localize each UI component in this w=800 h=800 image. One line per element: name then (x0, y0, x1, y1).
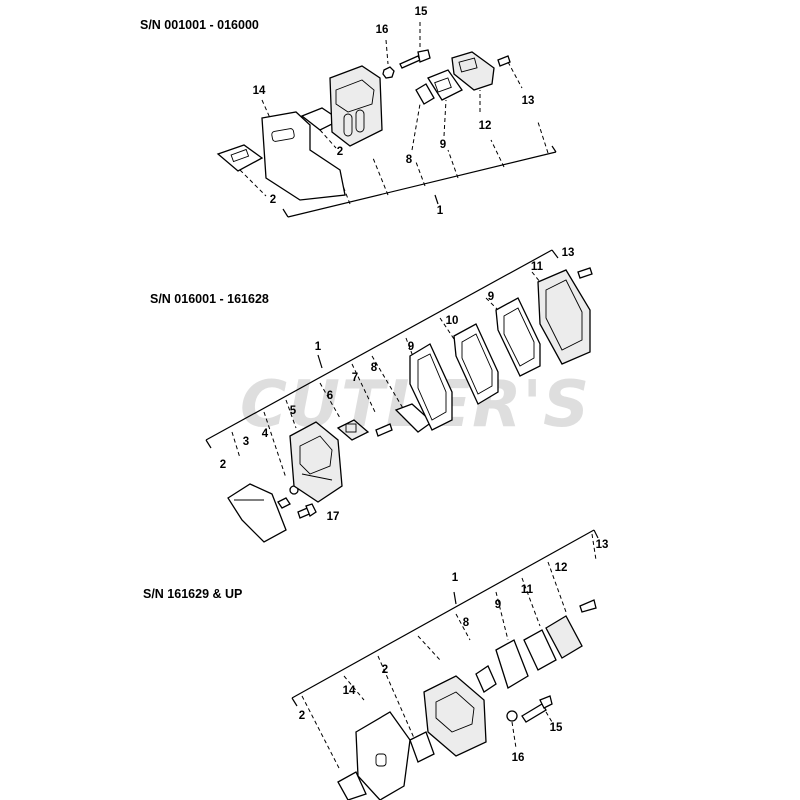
callout-number: 13 (595, 539, 609, 551)
callout-number: 15 (414, 6, 428, 18)
callout-number: 1 (314, 341, 322, 353)
section-2-drawing (205, 249, 593, 543)
callout-number: 12 (478, 120, 492, 132)
callout-number: 8 (405, 154, 413, 166)
callout-number: 2 (381, 664, 389, 676)
callout-number: 9 (494, 599, 502, 611)
callout-number: 9 (487, 291, 495, 303)
callout-number: 1 (436, 205, 444, 217)
callout-number: 5 (289, 405, 297, 417)
callout-number: 14 (252, 85, 266, 97)
callout-number: 11 (520, 584, 534, 596)
callout-number: 3 (242, 436, 250, 448)
callout-number: 2 (219, 459, 227, 471)
callout-number: 4 (261, 428, 269, 440)
callout-number: 17 (326, 511, 340, 523)
callout-number: 12 (554, 562, 568, 574)
serial-label-section-3: S/N 161629 & UP (143, 587, 243, 601)
callout-number: 2 (269, 194, 277, 206)
callout-number: 2 (336, 146, 344, 158)
callout-number: 1 (451, 572, 459, 584)
section-1-drawing (216, 22, 557, 218)
serial-label-section-1: S/N 001001 - 016000 (140, 18, 259, 32)
callout-number: 9 (439, 139, 447, 151)
callout-number: 6 (326, 390, 334, 402)
callout-number: 8 (370, 362, 378, 374)
callout-number: 10 (445, 315, 459, 327)
callout-number: 15 (549, 722, 563, 734)
callout-number: 16 (375, 24, 389, 36)
callout-number: 8 (462, 617, 470, 629)
callout-number: 2 (298, 710, 306, 722)
section-3-drawing (291, 529, 599, 800)
callout-number: 16 (511, 752, 525, 764)
serial-label-section-2: S/N 016001 - 161628 (150, 292, 269, 306)
callout-number: 7 (351, 372, 359, 384)
callout-number: 11 (530, 261, 544, 273)
callout-number: 9 (407, 341, 415, 353)
callout-number: 13 (521, 95, 535, 107)
callout-number: 13 (561, 247, 575, 259)
callout-number: 14 (342, 685, 356, 697)
